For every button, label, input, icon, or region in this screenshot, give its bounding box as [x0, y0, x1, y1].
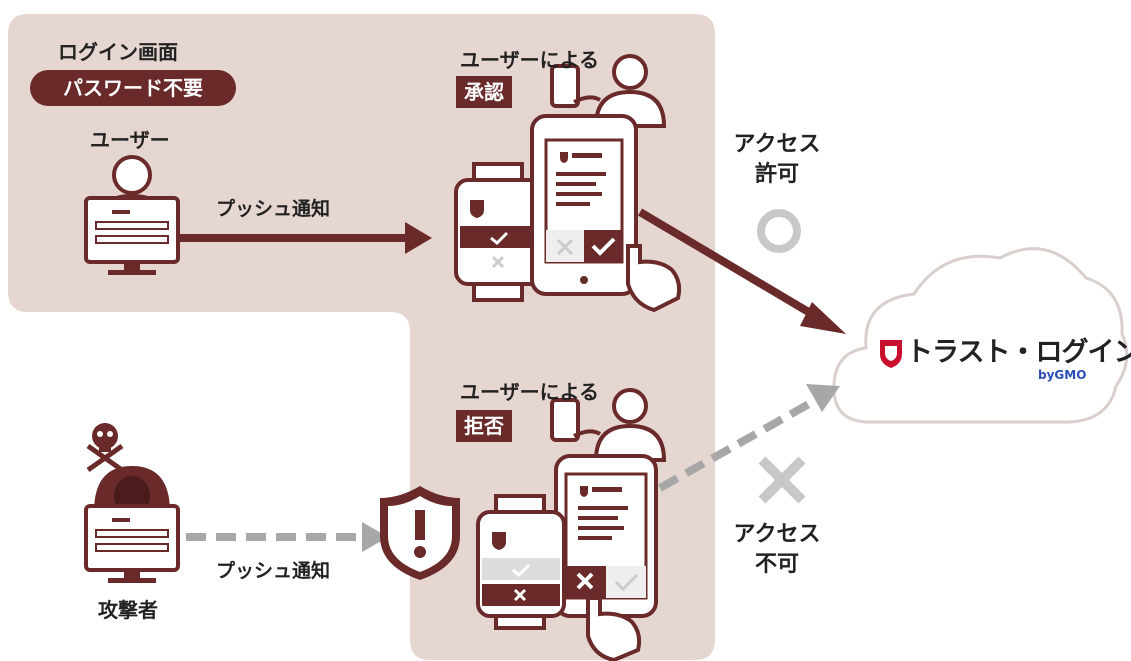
- attacker-computer-icon: [84, 423, 180, 583]
- push-notification-label-top: プッシュ通知: [216, 198, 331, 220]
- allowed-circle-symbol: [757, 209, 801, 253]
- reject-tag: 拒否: [456, 410, 512, 442]
- denied-x-symbol: [758, 456, 806, 504]
- reject-devices: [476, 388, 667, 661]
- service-name: トラスト・ログイン: [906, 337, 1131, 368]
- trust-login-logo-icon: [880, 340, 902, 368]
- attacker-label: 攻撃者: [98, 598, 158, 622]
- reject-caption: ユーザーによる: [460, 380, 599, 404]
- user-computer-icon: [84, 155, 180, 275]
- shield-warning-icon: [380, 486, 460, 580]
- access-denied-line2: 不可: [754, 552, 799, 577]
- access-denied-label: アクセス 不可: [722, 520, 832, 580]
- service-cloud: [832, 247, 1129, 424]
- service-brand: トラスト・ログイン byGMO: [872, 330, 1131, 410]
- approve-caption: ユーザーによる: [460, 48, 599, 72]
- skull-icon: [86, 423, 124, 473]
- service-by-gmo: byGMO: [1038, 368, 1087, 382]
- push-notification-label-bottom: プッシュ通知: [216, 560, 331, 582]
- passwordless-badge: パスワード不要: [30, 70, 236, 106]
- access-denied-line1: アクセス: [733, 522, 821, 547]
- user-label: ユーザー: [90, 128, 170, 152]
- access-allowed-arrow: [637, 208, 825, 324]
- approve-devices: [454, 54, 682, 313]
- approve-tag: 承認: [456, 76, 512, 108]
- login-screen-title: ログイン画面: [58, 40, 178, 64]
- access-allowed-line1: アクセス: [733, 132, 821, 157]
- access-allowed-label: アクセス 許可: [722, 130, 832, 190]
- access-allowed-line2: 許可: [754, 162, 799, 187]
